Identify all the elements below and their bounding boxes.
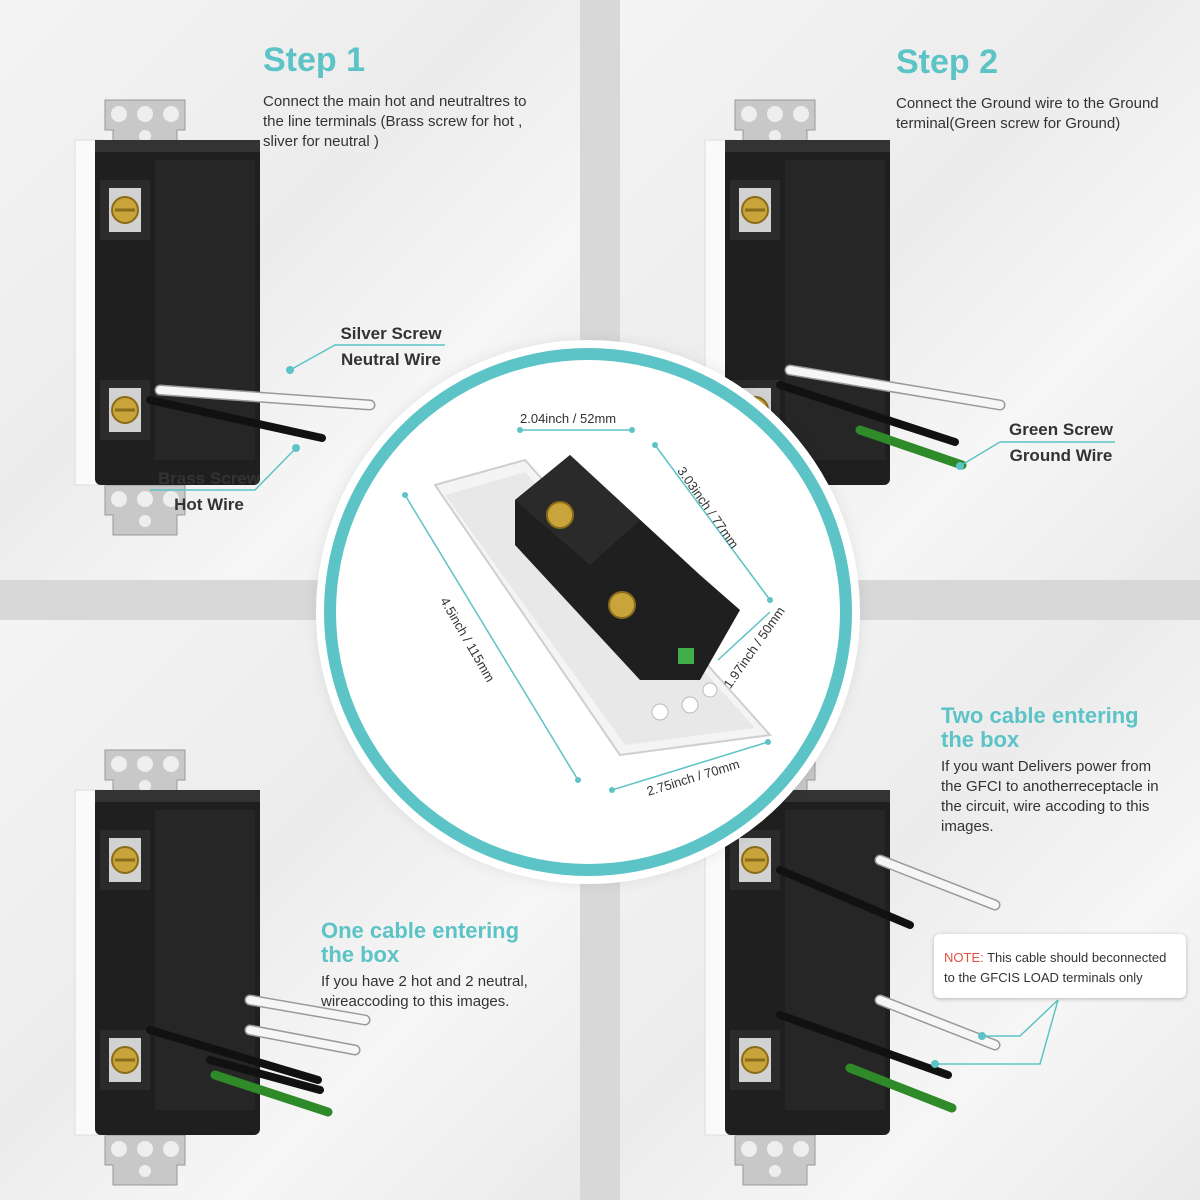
one-cable-title: One cable entering the box (321, 918, 520, 967)
callout-green-screw: Green Screw Ground Wire (1000, 417, 1122, 469)
note-label: NOTE: (944, 950, 984, 965)
step1-title: Step 1 (263, 41, 366, 79)
step1-description: Connect the main hot and neutraltres to … (263, 93, 527, 150)
callout-silver-screw: Silver Screw Neutral Wire (330, 321, 452, 373)
callout-green-line1: Green Screw (1009, 420, 1113, 439)
step2-description: Connect the Ground wire to the Ground te… (896, 95, 1159, 132)
callout-brass-line1: Brass Screw (157, 469, 261, 488)
note-box: NOTE: This cable should beconnected to t… (934, 934, 1186, 998)
two-cable-title: Two cable entering the box (941, 703, 1139, 752)
callout-silver-line1: Silver Screw (340, 324, 442, 343)
two-cable-description: If you want Delivers power from the GFCI… (941, 758, 1159, 835)
callout-green-line2: Ground Wire (1009, 446, 1113, 465)
dim-width: 2.04inch / 52mm (520, 411, 617, 426)
step2-title: Step 2 (896, 43, 999, 81)
callout-silver-line2: Neutral Wire (341, 350, 441, 369)
note-text: This cable should beconnected to the GFC… (944, 950, 1167, 985)
callout-brass-screw: Brass Screw Hot Wire (148, 466, 270, 518)
callout-brass-line2: Hot Wire (174, 495, 244, 514)
one-cable-description: If you have 2 hot and 2 neutral, wireacc… (321, 973, 528, 1010)
